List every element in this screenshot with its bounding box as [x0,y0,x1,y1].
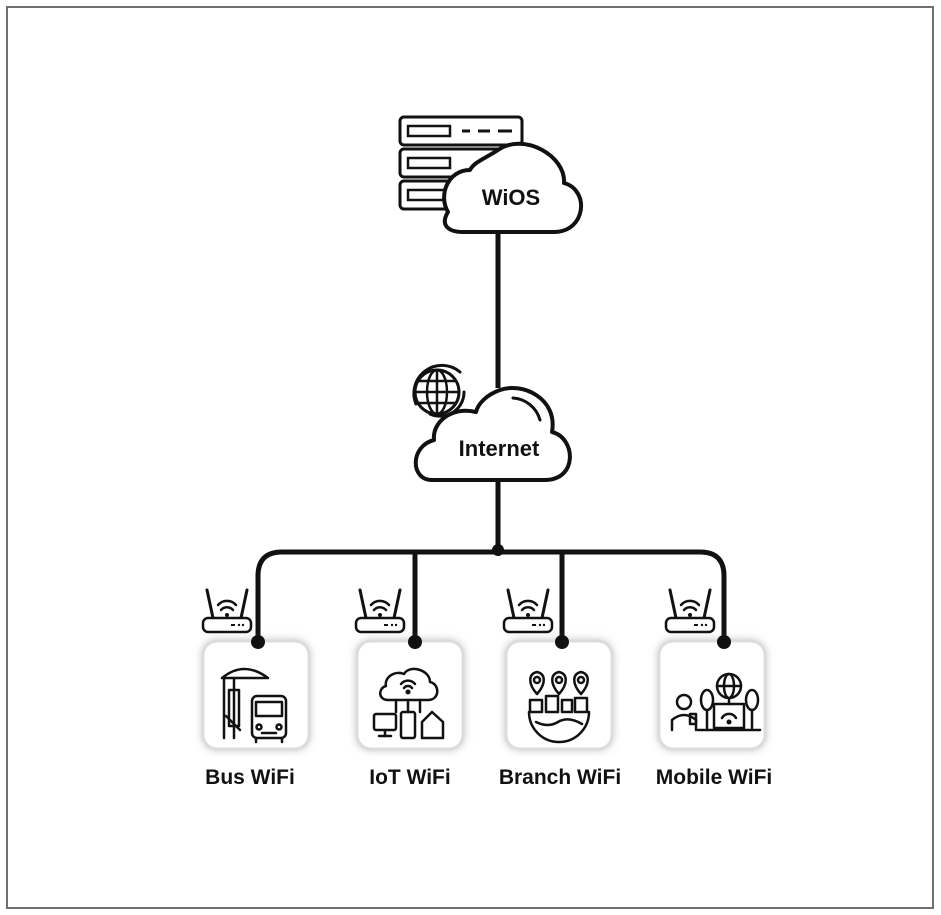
wifi-router-icon [201,588,253,634]
wifi-router-icon [502,588,554,634]
wifi-router-icon [664,588,716,634]
connection-dot [408,635,422,649]
distribution-bus [255,549,727,642]
branch-locations-icon [527,670,591,744]
endpoint-tile-iot [355,639,465,751]
endpoint-label-mobile: Mobile WiFi [656,766,772,789]
wios-label: WiOS [482,185,540,210]
endpoint-label-iot: IoT WiFi [369,766,450,789]
iot-cloud-devices-icon [372,667,445,740]
endpoint-label-branch: Branch WiFi [499,766,621,789]
connection-dot [251,635,265,649]
endpoint-label-bus: Bus WiFi [205,766,295,789]
wios-cloud [442,141,584,234]
cloud-highlight [511,396,542,422]
mobile-user-icon [670,672,762,732]
bus-stop-icon [220,667,288,744]
connection-dot [717,635,731,649]
wifi-router-icon [354,588,406,634]
connection-dot [555,635,569,649]
internet-label: Internet [459,436,540,461]
globe-icon [412,363,466,418]
internet-cloud [413,386,572,482]
